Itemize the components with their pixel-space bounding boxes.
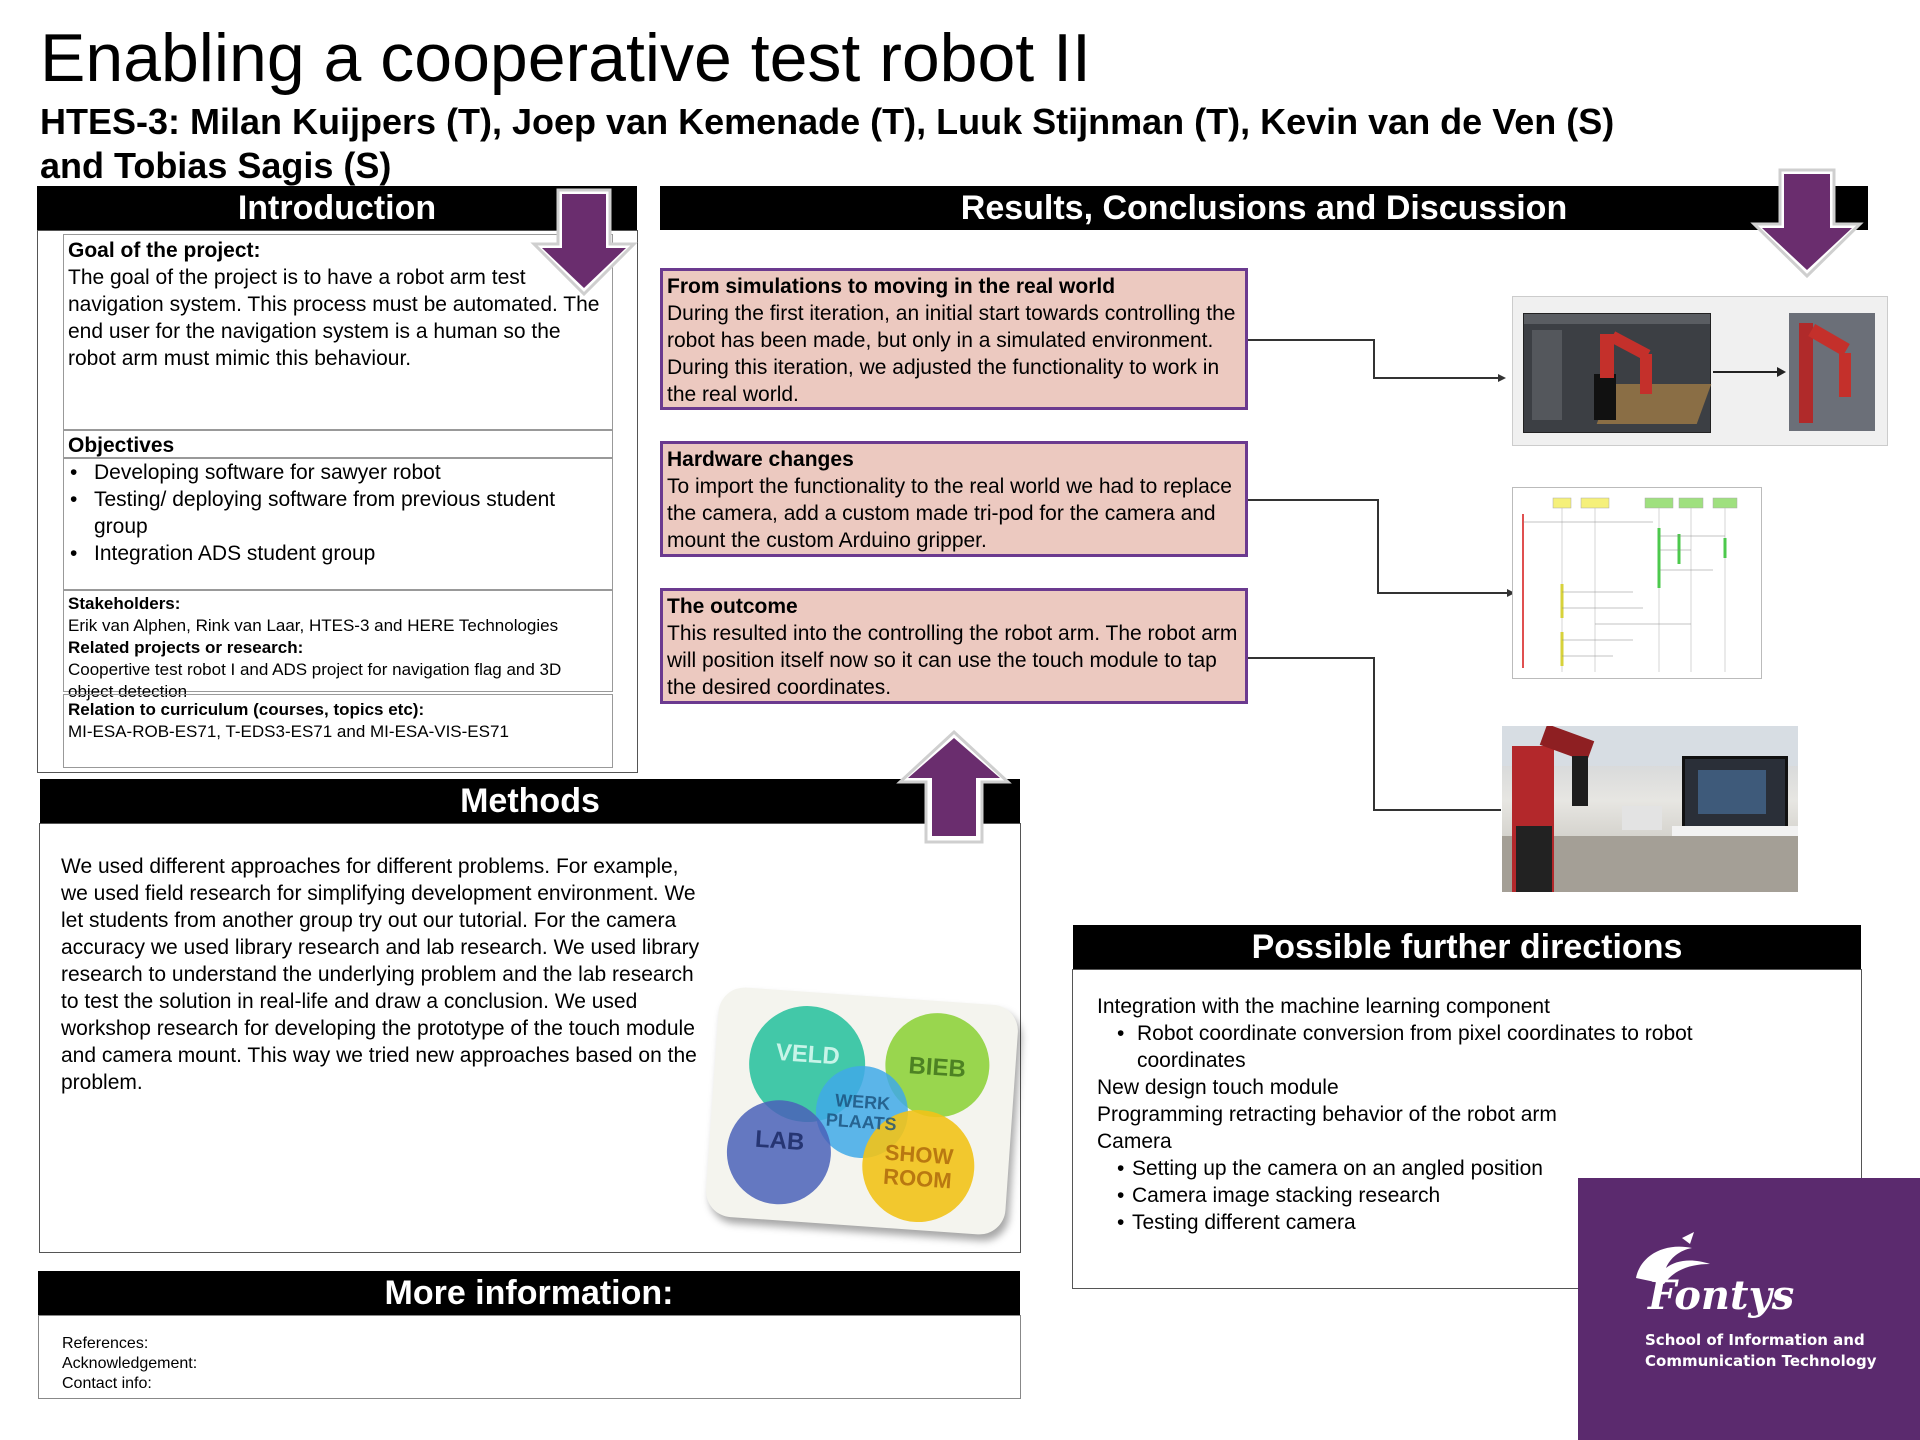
methods-panel [39, 823, 1021, 1253]
further-directions-list: Integration with the machine learning co… [1097, 993, 1737, 1236]
introduction-panel [37, 230, 638, 773]
goal-heading: Goal of the project: [68, 239, 261, 262]
acknowledgement-label: Acknowledgement: [62, 1355, 198, 1372]
fontys-brand-block: Fontys School of Information and Communi… [1578, 1178, 1920, 1440]
connector-line [1248, 657, 1374, 659]
more-info-header: More information: [38, 1271, 1020, 1315]
objective-item: Integration ADS student group [66, 540, 610, 567]
fontys-wordmark: Fontys [1648, 1272, 1795, 1319]
arrow-down-icon [1750, 168, 1864, 279]
references-label: References: [62, 1335, 149, 1352]
result-text: This resulted into the controlling the r… [667, 622, 1238, 699]
diagram-label-room: ROOM [882, 1164, 952, 1194]
result-heading: From simulations to moving in the real w… [667, 275, 1116, 298]
curriculum-heading: Relation to curriculum (courses, topics … [68, 700, 425, 719]
result-card-simulation: From simulations to moving in the real w… [660, 268, 1248, 410]
direction-item: Integration with the machine learning co… [1097, 995, 1550, 1018]
arrow-up-icon [896, 729, 1012, 844]
curriculum-text: MI-ESA-ROB-ES71, T-EDS3-ES71 and MI-ESA-… [68, 722, 509, 741]
connector-line [1373, 657, 1375, 810]
result-text: During the first iteration, an initial s… [667, 302, 1236, 406]
goal-text: The goal of the project is to have a rob… [68, 266, 600, 370]
objectives-list: Developing software for sawyer robot Tes… [66, 459, 610, 567]
robot-lab-photo-image [1502, 726, 1798, 892]
methods-text: We used different approaches for differe… [61, 855, 700, 1094]
sequence-diagram-image [1512, 487, 1762, 679]
connector-arrowhead [1507, 589, 1515, 597]
curriculum-box: Relation to curriculum (courses, topics … [63, 694, 613, 768]
direction-subitem: •Setting up the camera on an angled posi… [1117, 1157, 1543, 1180]
more-info-panel [38, 1315, 1021, 1399]
result-heading: Hardware changes [667, 448, 854, 471]
arrow-down-icon [530, 188, 638, 297]
direction-item: New design touch module [1097, 1076, 1339, 1099]
result-heading: The outcome [667, 595, 798, 618]
further-directions-panel [1072, 969, 1862, 1289]
diagram-label-lab: LAB [754, 1126, 805, 1156]
stakeholders-heading: Stakeholders: [68, 594, 181, 613]
school-name: School of Information and Communication … [1645, 1331, 1877, 1370]
diagram-label-bieb: BIEB [908, 1052, 967, 1083]
result-card-hardware: Hardware changes To import the functiona… [660, 441, 1248, 557]
direction-subitem-text: Setting up the camera on an angled posit… [1132, 1157, 1543, 1180]
direction-item: Camera [1097, 1130, 1172, 1153]
direction-subitem-text: Testing different camera [1132, 1211, 1356, 1234]
direction-subitem: •Testing different camera [1117, 1211, 1356, 1234]
further-directions-header: Possible further directions [1073, 925, 1861, 969]
connector-line [1373, 339, 1375, 378]
goal-box: Goal of the project: The goal of the pro… [63, 234, 613, 430]
related-heading: Related projects or research: [68, 638, 304, 657]
objective-item: Developing software for sawyer robot [66, 459, 610, 486]
results-header: Results, Conclusions and Discussion [660, 186, 1868, 230]
result-text: To import the functionality to the real … [667, 475, 1232, 552]
diagram-label-plaats: PLAATS [825, 1110, 897, 1135]
diagram-label-veld: VELD [775, 1039, 841, 1070]
connector-line [1373, 809, 1501, 811]
connector-line [1373, 377, 1499, 379]
diagram-label-werk: WERK [834, 1090, 890, 1114]
direction-subitem: •Camera image stacking research [1117, 1184, 1441, 1207]
direction-item: Programming retracting behavior of the r… [1097, 1103, 1557, 1126]
connector-arrowhead [1498, 374, 1506, 382]
related-text: Coopertive test robot I and ADS project … [68, 660, 562, 701]
objective-item: Testing/ deploying software from previou… [66, 486, 610, 540]
methods-header: Methods [40, 779, 1020, 823]
objectives-heading-box: Objectives [63, 430, 613, 458]
contact-info-label: Contact info: [62, 1375, 152, 1392]
objectives-box: Developing software for sawyer robot Tes… [63, 458, 613, 590]
poster-title: Enabling a cooperative test robot II [40, 20, 1091, 96]
objectives-heading: Objectives [68, 434, 175, 457]
direction-subitem-text: Robot coordinate conversion from pixel c… [1137, 1022, 1693, 1072]
connector-line [1377, 499, 1379, 593]
diagram-label-show: SHOW [884, 1140, 954, 1170]
connector-line [1248, 499, 1378, 501]
result-card-outcome: The outcome This resulted into the contr… [660, 588, 1248, 704]
connector-line [1248, 339, 1374, 341]
fontys-logo-icon [1636, 1232, 1710, 1284]
direction-subitem-text: Camera image stacking research [1132, 1184, 1441, 1207]
connector-line [1377, 592, 1508, 594]
poster-authors: HTES-3: Milan Kuijpers (T), Joep van Kem… [40, 101, 1615, 186]
stakeholders-box: Stakeholders: Erik van Alphen, Rink van … [63, 590, 613, 701]
introduction-header: Introduction [37, 186, 637, 230]
more-info-list: References: Acknowledgement: Contact inf… [62, 1334, 197, 1394]
research-methods-diagram: VELD BIEB WERK PLAATS LAB SHOW ROOM [704, 985, 1020, 1237]
stakeholders-text: Erik van Alphen, Rink van Laar, HTES-3 a… [68, 616, 559, 635]
simulation-screenshot-image [1512, 296, 1888, 446]
direction-subitem: •Robot coordinate conversion from pixel … [1117, 1022, 1693, 1072]
